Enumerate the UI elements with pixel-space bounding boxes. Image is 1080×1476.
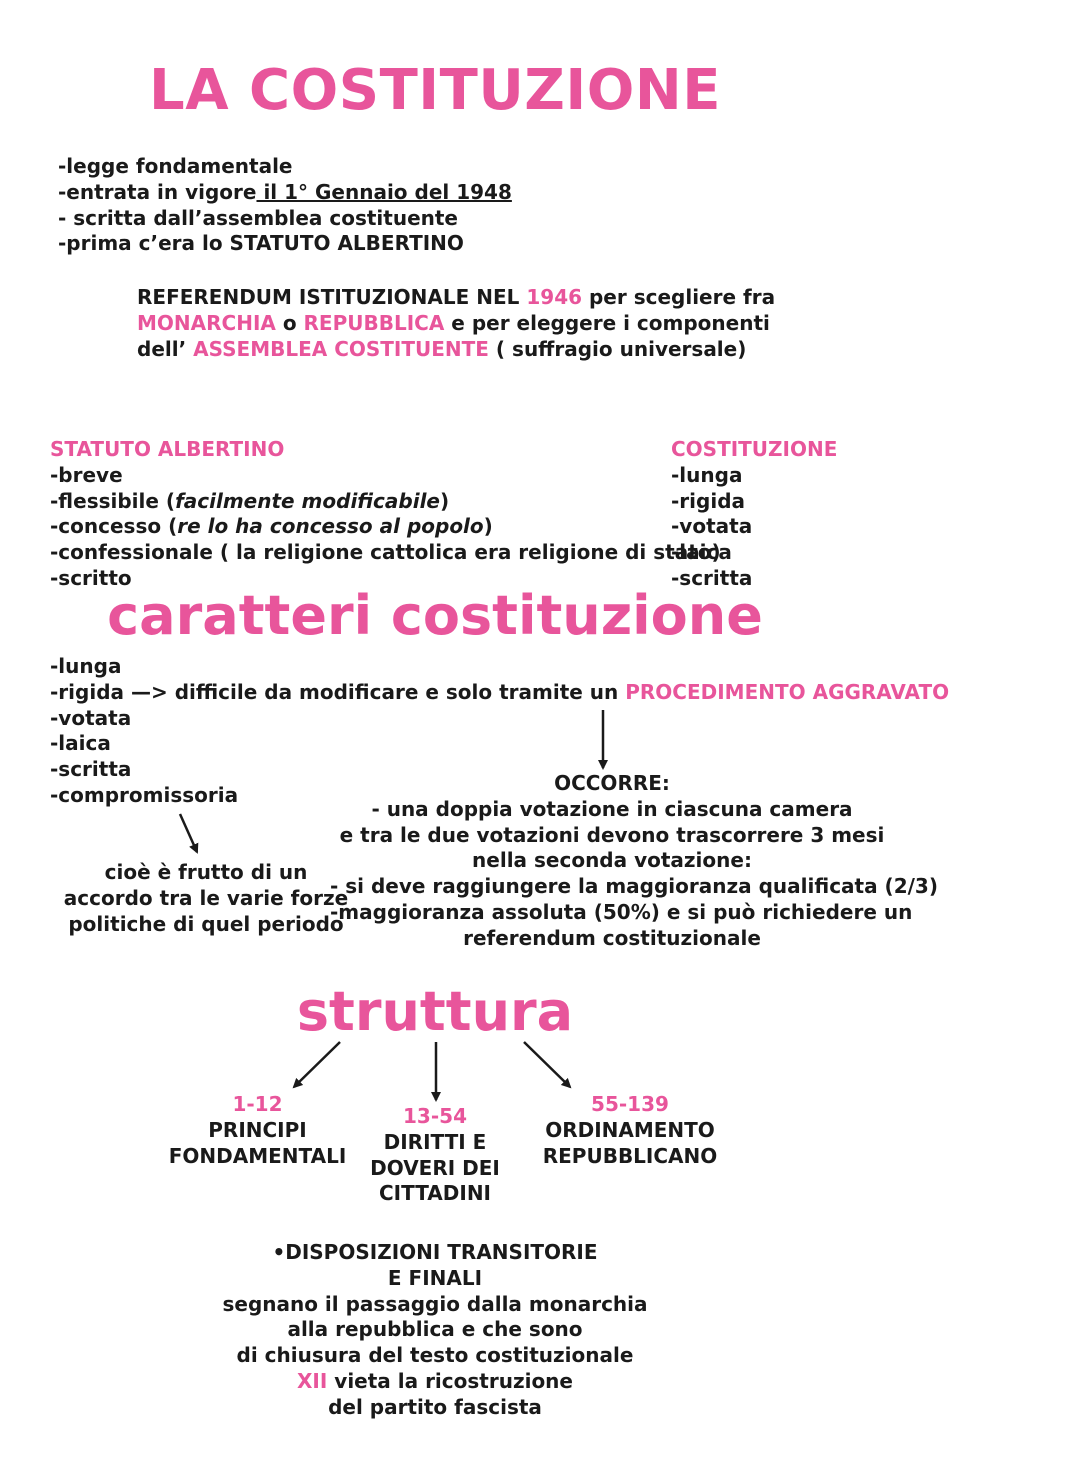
statuto-item: -confessionale ( la religione cattolica … bbox=[50, 540, 721, 565]
costituzione-item: -scritta bbox=[671, 565, 753, 590]
range-1-12: 1-12 bbox=[232, 1092, 283, 1116]
statuto-item: -scritto bbox=[50, 565, 132, 590]
costituzione-list: COSTITUZIONE -lunga -rigida -votata -lai… bbox=[671, 437, 837, 592]
date-underlined: il 1° Gennaio del 1948 bbox=[256, 179, 512, 204]
procedimento-aggravato: PROCEDIMENTO AGGRAVATO bbox=[625, 679, 950, 704]
caratteri-item: -votata bbox=[50, 705, 132, 730]
roman-xii: XII bbox=[297, 1368, 328, 1393]
statuto-item: -concesso (re lo ha concesso al popolo) bbox=[50, 514, 493, 539]
costituzione-item: -laica bbox=[671, 540, 732, 565]
arrow-compromissoria-to-note bbox=[178, 813, 199, 854]
branch-principi: 1-12 PRINCIPI FONDAMENTALI bbox=[160, 1092, 355, 1169]
repubblica-term: REPUBBLICA bbox=[303, 310, 445, 335]
statuto-item: -breve bbox=[50, 462, 123, 487]
branch-diritti: 13-54 DIRITTI E DOVERI DEI CITTADINI bbox=[355, 1104, 515, 1207]
statuto-albertino-list: STATUTO ALBERTINO -breve -flessibile (fa… bbox=[50, 437, 721, 592]
costituzione-item: -lunga bbox=[671, 462, 743, 487]
intro-line-2: -entrata in vigore il 1° Gennaio del 194… bbox=[58, 179, 512, 204]
caratteri-list: -lunga -rigida —> difficile da modificar… bbox=[50, 654, 949, 809]
referendum-paragraph: REFERENDUM ISTITUZIONALE NEL 1946 per sc… bbox=[137, 285, 776, 361]
statuto-heading: STATUTO ALBERTINO bbox=[50, 437, 285, 461]
caratteri-item: -scritta bbox=[50, 757, 132, 782]
costituzione-heading: COSTITUZIONE bbox=[671, 437, 838, 461]
intro-list: -legge fondamentale -entrata in vigore i… bbox=[58, 154, 512, 257]
caratteri-item: -compromissoria bbox=[50, 782, 239, 807]
disposizioni-block: •DISPOSIZIONI TRANSITORIE E FINALI segna… bbox=[222, 1240, 648, 1419]
page-title: LA COSTITUZIONE bbox=[149, 58, 721, 123]
costituzione-item: -votata bbox=[671, 514, 753, 539]
range-13-54: 13-54 bbox=[403, 1104, 467, 1128]
intro-line-3: - scritta dall’assemblea costituente bbox=[58, 205, 458, 230]
monarchia-term: MONARCHIA bbox=[137, 310, 276, 335]
range-55-139: 55-139 bbox=[591, 1092, 669, 1116]
caratteri-title: caratteri costituzione bbox=[107, 584, 763, 647]
branch-ordinamento: 55-139 ORDINAMENTO REPUBBLICANO bbox=[530, 1092, 730, 1169]
year-1946: 1946 bbox=[526, 285, 583, 309]
caratteri-item: -laica bbox=[50, 731, 111, 756]
costituzione-item: -rigida bbox=[671, 488, 746, 513]
occorre-heading: OCCORRE: bbox=[554, 771, 670, 795]
arrow-struttura-right bbox=[523, 1041, 572, 1089]
intro-line-4: -prima c’era lo STATUTO ALBERTINO bbox=[58, 231, 464, 256]
assemblea-term: ASSEMBLEA COSTITUENTE bbox=[193, 336, 489, 361]
compromissoria-note: cioè è frutto di un accordo tra le varie… bbox=[63, 860, 349, 936]
caratteri-item: -rigida —> difficile da modificare e sol… bbox=[50, 679, 950, 704]
intro-line-1: -legge fondamentale bbox=[58, 154, 293, 178]
statuto-item: -flessibile (facilmente modificabile) bbox=[50, 488, 450, 513]
arrow-struttura-left bbox=[292, 1041, 341, 1089]
caratteri-item: -lunga bbox=[50, 654, 122, 678]
occorre-block: OCCORRE: - una doppia votazione in ciasc… bbox=[330, 771, 938, 950]
struttura-title: struttura bbox=[296, 980, 574, 1043]
